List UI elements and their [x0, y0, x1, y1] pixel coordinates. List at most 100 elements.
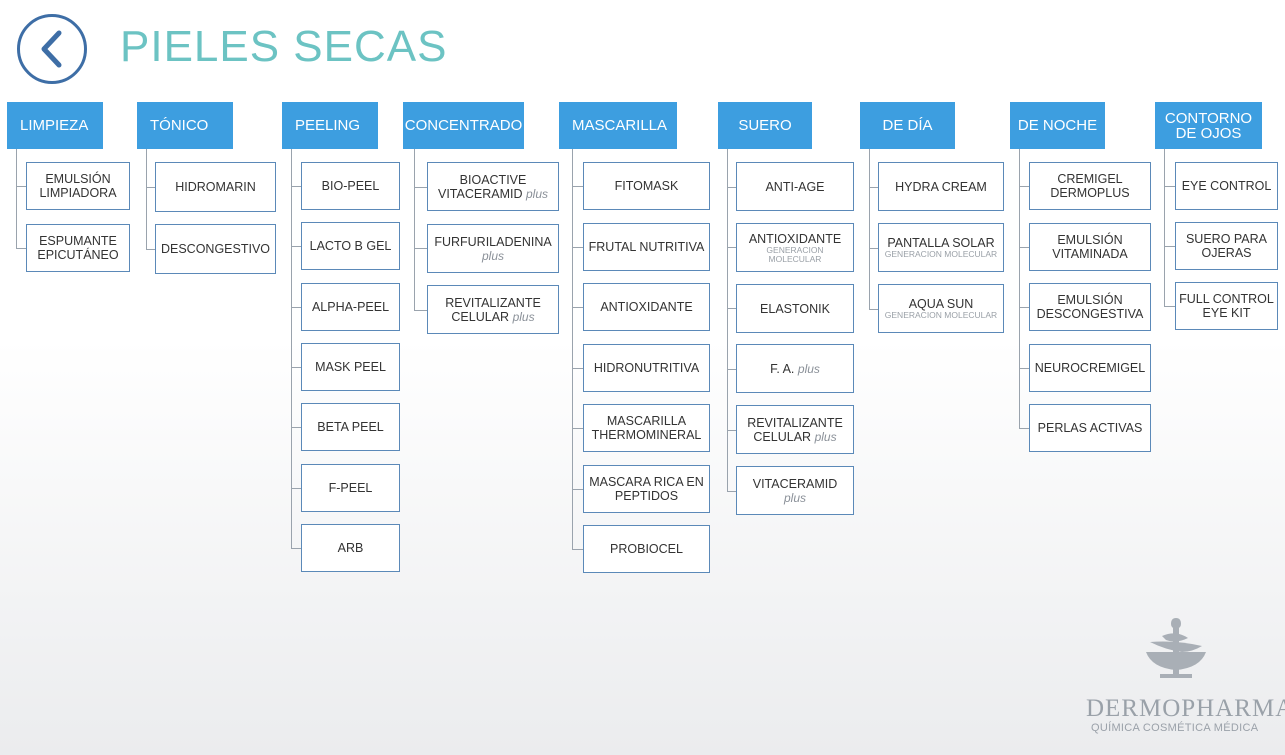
product-label: PANTALLA SOLAR — [887, 236, 994, 250]
branch-connector — [727, 187, 736, 188]
product-name: HYDRA CREAM — [895, 179, 987, 194]
product-descongestivo[interactable]: DESCONGESTIVO — [155, 224, 276, 274]
branch-connector — [1019, 247, 1029, 248]
product-f-peel[interactable]: F-PEEL — [301, 464, 400, 512]
product-name: EYE CONTROL — [1181, 179, 1272, 193]
product-f-a[interactable]: F. A. plus — [736, 344, 854, 393]
back-button[interactable] — [17, 14, 87, 84]
product-beta-peel[interactable]: BETA PEEL — [301, 403, 400, 451]
category-peeling[interactable]: PEELING — [282, 102, 378, 149]
branch-connector — [291, 427, 301, 428]
product-arb[interactable]: ARB — [301, 524, 400, 572]
product-fitomask[interactable]: FITOMASK — [583, 162, 710, 210]
branch-connector — [291, 307, 301, 308]
product-suffix: plus — [797, 361, 820, 376]
product-frutal-nutritiva[interactable]: FRUTAL NUTRITIVA — [583, 223, 710, 271]
product-name: ANTI-AGE — [765, 179, 825, 194]
product-label: BIO-PEEL — [322, 179, 380, 193]
product-hydra-cream[interactable]: HYDRA CREAM — [878, 162, 1004, 211]
product-revitalizante-celular[interactable]: REVITALIZANTE CELULAR plus — [427, 285, 559, 334]
product-label: VITACERAMID — [753, 477, 838, 491]
category-suero[interactable]: SUERO — [718, 102, 812, 149]
product-name: PROBIOCEL — [610, 542, 683, 556]
branch-connector — [291, 186, 301, 187]
branch-connector — [572, 489, 583, 490]
product-emulsion-descongestiva[interactable]: EMULSIÓN DESCONGESTIVA — [1029, 283, 1151, 331]
product-name: ELASTONIK — [760, 301, 830, 316]
product-anti-age[interactable]: ANTI-AGE — [736, 162, 854, 211]
product-lacto-b-gel[interactable]: LACTO B GEL — [301, 222, 400, 270]
page-title: PIELES SECAS — [120, 22, 448, 71]
product-suero-para-ojeras[interactable]: SUERO PARA OJERAS — [1175, 222, 1278, 270]
product-label: PERLAS ACTIVAS — [1038, 421, 1143, 435]
product-label: FURFURILADENINA — [434, 235, 551, 249]
product-emulsion-vitaminada[interactable]: EMULSIÓN VITAMINADA — [1029, 223, 1151, 271]
branch-connector — [16, 248, 26, 249]
product-mascara-rica-en-peptidos[interactable]: MASCARA RICA EN PEPTIDOS — [583, 465, 710, 513]
product-name: HIDRONUTRITIVA — [593, 361, 700, 375]
category-mascarilla[interactable]: MASCARILLA — [559, 102, 677, 149]
product-hidronutritiva[interactable]: HIDRONUTRITIVA — [583, 344, 710, 392]
product-hidromarin[interactable]: HIDROMARIN — [155, 162, 276, 212]
product-label: ANTIOXIDANTE — [749, 232, 841, 246]
product-name: EMULSIÓN LIMPIADORA — [39, 172, 117, 200]
product-label: LACTO B GEL — [310, 239, 392, 253]
branch-connector — [572, 428, 583, 429]
product-label: MASK PEEL — [315, 360, 386, 374]
category-de-noche[interactable]: DE NOCHE — [1010, 102, 1105, 149]
product-espumante-epicutaneo[interactable]: ESPUMANTE EPICUTÁNEO — [26, 224, 130, 272]
product-name: MASCARILLA THERMOMINERAL — [591, 414, 702, 442]
product-eye-control[interactable]: EYE CONTROL — [1175, 162, 1278, 210]
branch-connector — [1019, 368, 1029, 369]
branch-connector — [1164, 246, 1175, 247]
product-name: PANTALLA SOLAR — [887, 236, 995, 250]
product-label: BIOACTIVE VITACERAMID plus — [431, 173, 555, 201]
branch-connector — [1019, 428, 1029, 429]
product-label: NEUROCREMIGEL — [1035, 361, 1145, 375]
product-cremigel-dermoplus[interactable]: CREMIGEL DERMOPLUS — [1029, 162, 1151, 210]
product-label: FITOMASK — [615, 179, 679, 193]
category-tonico[interactable]: TÓNICO — [137, 102, 233, 149]
product-bioactive-vitaceramid[interactable]: BIOACTIVE VITACERAMID plus — [427, 162, 559, 211]
category-limpieza[interactable]: LIMPIEZA — [7, 102, 103, 149]
product-name: MASCARA RICA EN PEPTIDOS — [589, 475, 704, 503]
product-emulsion-limpiadora[interactable]: EMULSIÓN LIMPIADORA — [26, 162, 130, 210]
product-antioxidante[interactable]: ANTIOXIDANTE — [583, 283, 710, 331]
product-label: EMULSIÓN VITAMINADA — [1033, 233, 1147, 261]
product-subtitle: GENERACION MOLECULAR — [884, 310, 998, 320]
branch-connector — [414, 187, 427, 188]
product-revitalizante-celular[interactable]: REVITALIZANTE CELULAR plus — [736, 405, 854, 454]
branch-connector — [291, 367, 301, 368]
product-label: F. A. plus — [770, 362, 820, 376]
brand-tagline: QUÍMICA COSMÉTICA MÉDICA — [1091, 722, 1259, 734]
category-contorno-de-ojos[interactable]: CONTORNO DE OJOS — [1155, 102, 1262, 149]
product-neurocremigel[interactable]: NEUROCREMIGEL — [1029, 344, 1151, 392]
product-label: MASCARA RICA EN PEPTIDOS — [587, 475, 706, 503]
product-suffix: plus — [814, 429, 837, 444]
branch-connector — [727, 491, 736, 492]
category-de-dia[interactable]: DE DÍA — [860, 102, 955, 149]
product-probiocel[interactable]: PROBIOCEL — [583, 525, 710, 573]
category-concentrado[interactable]: CONCENTRADO — [403, 102, 524, 149]
product-label: MASCARILLA THERMOMINERAL — [587, 414, 706, 442]
product-perlas-activas[interactable]: PERLAS ACTIVAS — [1029, 404, 1151, 452]
brand-name: DERMOPHARMA® — [1086, 695, 1285, 722]
product-label: REVITALIZANTE CELULAR plus — [740, 416, 850, 444]
tree-connector — [572, 149, 573, 550]
product-bio-peel[interactable]: BIO-PEEL — [301, 162, 400, 210]
branch-connector — [146, 249, 155, 250]
branch-connector — [146, 187, 155, 188]
product-elastonik[interactable]: ELASTONIK — [736, 284, 854, 333]
product-name: BETA PEEL — [317, 420, 384, 434]
product-mascarilla-thermomineral[interactable]: MASCARILLA THERMOMINERAL — [583, 404, 710, 452]
product-alpha-peel[interactable]: ALPHA-PEEL — [301, 283, 400, 331]
branch-connector — [1019, 307, 1029, 308]
product-full-control-eye-kit[interactable]: FULL CONTROL EYE KIT — [1175, 282, 1278, 330]
product-mask-peel[interactable]: MASK PEEL — [301, 343, 400, 391]
branch-connector — [291, 548, 301, 549]
